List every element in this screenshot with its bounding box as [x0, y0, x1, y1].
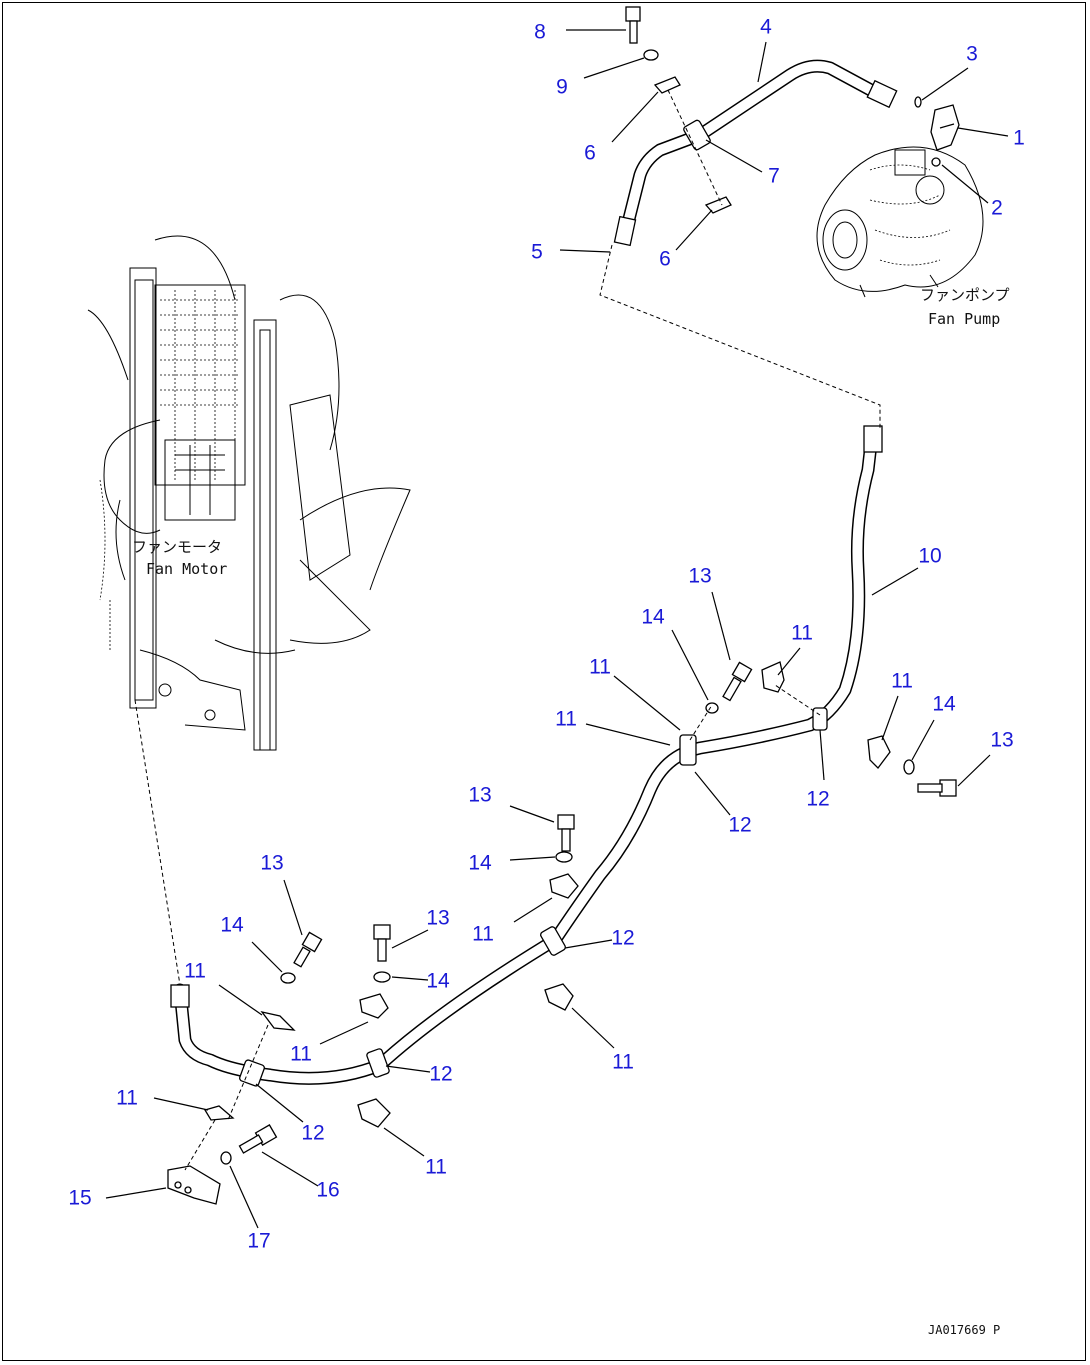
callout-12: 12: [728, 814, 751, 837]
callout-1: 1: [1013, 127, 1025, 150]
callout-4: 4: [760, 16, 772, 39]
callout-13: 13: [426, 907, 449, 930]
clamp-12-c: [540, 926, 566, 956]
callout-7: 7: [768, 165, 780, 188]
callout-11: 11: [891, 670, 913, 693]
clamp-11-b: [867, 735, 891, 769]
fan-pump-label-en: Fan Pump: [928, 310, 1000, 328]
callout-11: 11: [425, 1156, 447, 1179]
callout-14: 14: [468, 852, 492, 875]
bolt-16: [238, 1124, 278, 1154]
bolt-13-e: [373, 924, 391, 962]
callout-11: 11: [555, 708, 577, 731]
washer-14-d: [280, 972, 296, 984]
callout-14: 14: [641, 606, 665, 629]
washer-9: [643, 49, 659, 61]
clamp-6-upper: [653, 76, 681, 94]
callout-14: 14: [426, 970, 450, 993]
tube-4: [693, 59, 898, 142]
connection-line-pump: [599, 244, 881, 430]
clamp-12-d: [366, 1048, 390, 1078]
bolt-8: [625, 6, 641, 44]
clamp-6-lower: [704, 196, 732, 214]
assembly-line-11: [689, 684, 821, 741]
clamp-12-b: [679, 734, 697, 766]
bracket-15: [167, 1165, 221, 1205]
clamp-11-e: [359, 993, 389, 1019]
assembly-line-15: [184, 1024, 269, 1171]
callout-17: 17: [247, 1230, 270, 1253]
bolt-13-a: [722, 661, 753, 702]
connection-line-motor: [134, 699, 181, 986]
clamp-12-e: [239, 1059, 265, 1087]
clamp-11-g: [260, 1010, 296, 1031]
washer-14-a: [705, 702, 719, 714]
callout-3: 3: [966, 43, 978, 66]
clamp-11-c: [549, 873, 579, 899]
clamp-12-a: [812, 707, 828, 731]
callout-11: 11: [472, 923, 494, 946]
callout-11: 11: [116, 1087, 138, 1110]
callout-14: 14: [932, 693, 956, 716]
clamp-11-a: [761, 661, 785, 693]
bolt-13-d: [293, 931, 323, 968]
washer-14-c: [555, 851, 573, 863]
fan-pump-label-jp: ファンポンプ: [920, 286, 1010, 304]
callout-15: 15: [68, 1187, 91, 1210]
elbow-1: [930, 104, 960, 151]
leader-lines: [105, 29, 1009, 1229]
callout-2: 2: [991, 197, 1003, 220]
callout-11: 11: [184, 960, 206, 983]
callout-14: 14: [220, 914, 244, 937]
fan-motor-label-jp: ファンモータ: [132, 538, 222, 556]
callout-12: 12: [806, 788, 829, 811]
callout-13: 13: [688, 565, 711, 588]
callout-12: 12: [611, 927, 634, 950]
drawing-code: JA017669 P: [928, 1323, 1000, 1337]
callout-9: 9: [556, 76, 568, 99]
clamp-7: [683, 119, 711, 151]
fan-motor-assembly: [87, 235, 411, 751]
fan-pump-assembly: [816, 146, 984, 298]
washer-17: [220, 1151, 232, 1165]
washer-14-b: [903, 759, 915, 775]
assembly-line-6: [667, 89, 723, 206]
oring-2: [931, 157, 941, 167]
clamp-11-d: [544, 983, 574, 1011]
callout-6: 6: [584, 142, 596, 165]
callout-8: 8: [534, 21, 546, 44]
callout-13: 13: [260, 852, 283, 875]
callout-10: 10: [918, 545, 941, 568]
callout-13: 13: [990, 729, 1013, 752]
callout-6: 6: [659, 248, 671, 271]
callout-16: 16: [316, 1179, 339, 1202]
callout-13: 13: [468, 784, 491, 807]
callout-12: 12: [429, 1063, 452, 1086]
callout-11: 11: [791, 622, 813, 645]
bolt-13-b: [917, 779, 957, 797]
washer-14-e: [373, 971, 391, 983]
callout-12: 12: [301, 1122, 324, 1145]
oring-3: [914, 96, 922, 108]
bolt-13-c: [557, 814, 575, 852]
callout-11: 11: [589, 656, 611, 679]
hose-5: [613, 128, 707, 247]
callout-5: 5: [531, 241, 543, 264]
fan-motor-label-en: Fan Motor: [146, 560, 227, 578]
callout-11: 11: [612, 1051, 634, 1074]
clamp-11-f: [357, 1098, 391, 1128]
clamp-11-h: [204, 1105, 235, 1121]
hose-10: [170, 425, 883, 1085]
callout-11: 11: [290, 1043, 312, 1066]
